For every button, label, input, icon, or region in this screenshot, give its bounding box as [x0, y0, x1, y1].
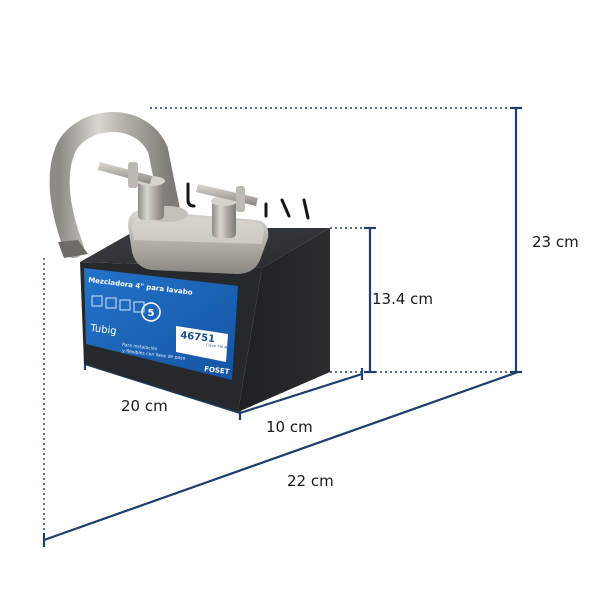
feature-icon-2 [105, 297, 117, 309]
warranty-years-text: 5 [148, 308, 155, 319]
hook-3 [280, 198, 291, 218]
dimension-line-10cm [239, 372, 363, 415]
box-height-dimension-label: 13.4 cm [372, 290, 434, 308]
right-handle-stem [236, 186, 245, 212]
width-dimension-label: 10 cm [266, 418, 313, 436]
feature-icon-4 [133, 301, 145, 313]
faucet [49, 112, 269, 274]
label-model-number: 46751 [180, 330, 216, 345]
feature-icon-3 [119, 299, 131, 311]
label-white-box [176, 326, 228, 362]
right-valve-body [212, 200, 236, 238]
product-label: 5 Mezcladora 4" para lavabo 46751 Clave … [84, 268, 238, 380]
left-handle-stem [128, 162, 138, 188]
label-tubig-brand: Tubig [89, 323, 118, 337]
spout-tip [58, 240, 88, 258]
left-handle-lever [98, 162, 152, 184]
label-model-code: Clave T-M 4H [206, 343, 230, 350]
feature-icon-1 [91, 295, 103, 307]
display-hooks [186, 182, 310, 220]
hook-4 [302, 198, 310, 220]
total-height-dimension-label: 23 cm [532, 233, 579, 251]
left-valve-body [138, 180, 164, 220]
diagonal-dimension-label: 22 cm [287, 472, 334, 490]
faucet-spout [49, 112, 180, 258]
label-description-line1: Para instalación [122, 341, 158, 352]
dimension-line-22cm [43, 370, 519, 542]
hook-1 [186, 182, 196, 208]
label-foset-brand: FOSET [204, 365, 230, 376]
label-feature-icons [91, 295, 145, 313]
depth-dimension-label: 20 cm [121, 397, 168, 415]
